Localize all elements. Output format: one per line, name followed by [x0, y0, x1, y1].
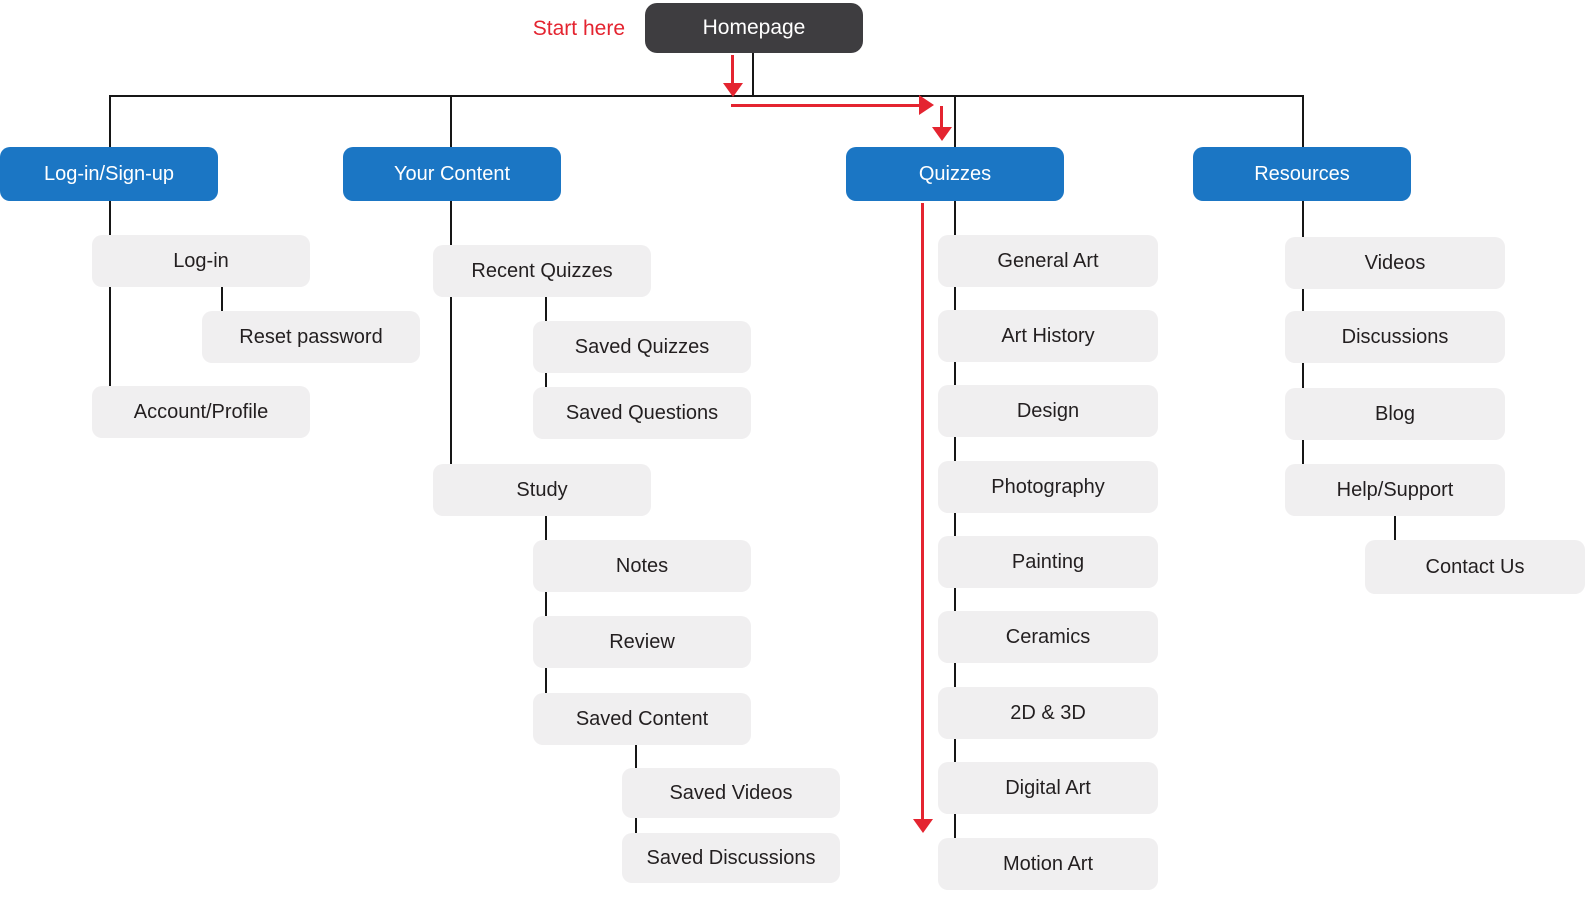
connector-homepage-stem — [752, 53, 754, 97]
node-help-support: Help/Support — [1285, 464, 1505, 516]
connector-stem-login-signup — [109, 97, 111, 147]
connector-stem-your-content — [450, 97, 452, 147]
connector-study-children — [545, 516, 547, 693]
node-ceramics: Ceramics — [938, 611, 1158, 663]
node-recent-quizzes: Recent Quizzes — [433, 245, 651, 297]
red-arrow-down-column-icon — [913, 819, 933, 833]
node-design: Design — [938, 385, 1158, 437]
red-arrow-homepage-shaft — [731, 55, 734, 84]
node-account-profile: Account/Profile — [92, 386, 310, 438]
branch-login-signup: Log-in/Sign-up — [0, 147, 218, 201]
node-contact-us: Contact Us — [1365, 540, 1585, 594]
connector-stem-quizzes — [954, 97, 956, 147]
red-arrow-to-quizzes-shaft — [940, 106, 943, 128]
node-blog: Blog — [1285, 388, 1505, 440]
connector-login-resetpassword — [221, 287, 223, 311]
red-arrow-across-shaft — [731, 104, 920, 107]
node-review: Review — [533, 616, 751, 668]
red-arrow-down-quizzes-icon — [932, 127, 952, 141]
node-saved-videos: Saved Videos — [622, 768, 840, 818]
node-reset-password: Reset password — [202, 311, 420, 363]
start-here-label: Start here — [532, 17, 625, 40]
node-2d-3d: 2D & 3D — [938, 687, 1158, 739]
node-homepage: Homepage — [645, 3, 863, 53]
node-digital-art: Digital Art — [938, 762, 1158, 814]
branch-resources: Resources — [1193, 147, 1411, 201]
connector-yourcontent-column — [450, 201, 452, 464]
node-saved-content: Saved Content — [533, 693, 751, 745]
red-arrow-right-icon — [919, 95, 934, 115]
node-general-art: General Art — [938, 235, 1158, 287]
connector-login-column — [109, 201, 111, 386]
node-saved-questions: Saved Questions — [533, 387, 751, 439]
node-painting: Painting — [938, 536, 1158, 588]
connector-quizzes-column — [954, 201, 956, 838]
node-art-history: Art History — [938, 310, 1158, 362]
red-arrow-down-icon — [723, 83, 743, 97]
node-saved-discussions: Saved Discussions — [622, 833, 840, 883]
branch-quizzes: Quizzes — [846, 147, 1064, 201]
connector-stem-resources — [1302, 97, 1304, 147]
connector-main-horizontal — [109, 95, 1304, 97]
node-login: Log-in — [92, 235, 310, 287]
node-photography: Photography — [938, 461, 1158, 513]
node-videos: Videos — [1285, 237, 1505, 289]
node-motion-art: Motion Art — [938, 838, 1158, 890]
node-discussions: Discussions — [1285, 311, 1505, 363]
connector-helpsupport-contactus — [1394, 516, 1396, 540]
branch-your-content: Your Content — [343, 147, 561, 201]
node-saved-quizzes: Saved Quizzes — [533, 321, 751, 373]
red-arrow-quizzes-column-shaft — [921, 203, 924, 819]
node-notes: Notes — [533, 540, 751, 592]
node-study: Study — [433, 464, 651, 516]
